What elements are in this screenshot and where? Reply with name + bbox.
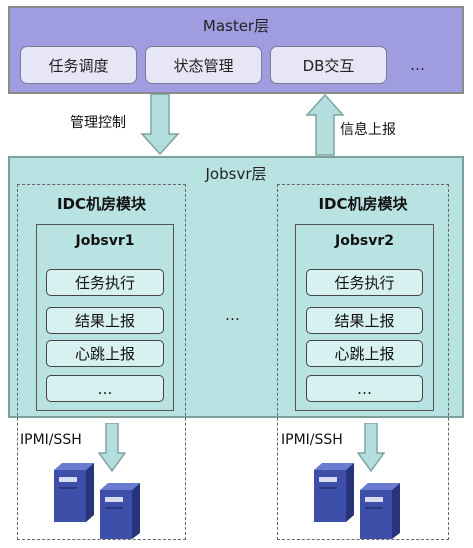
jobsvr2-title: Jobsvr2: [335, 233, 394, 249]
master-layer: Master层 任务调度 状态管理 DB交互 …: [8, 6, 464, 94]
jobsvr2-task-heartbeat: 心跳上报: [306, 340, 423, 367]
module-1-server-icons: [54, 463, 140, 539]
server-icon: [54, 463, 94, 522]
jobsvr1-task-execute: 任务执行: [46, 269, 164, 296]
server-icon: [100, 483, 140, 539]
master-item-task-scheduling: 任务调度: [20, 46, 137, 84]
module-2-link-label: IPMI/SSH: [281, 432, 343, 448]
server-icon: [360, 483, 400, 539]
jobsvr2-task-result-report: 结果上报: [306, 307, 423, 334]
master-layer-title: Master层: [202, 17, 270, 35]
jobsvr1-title: Jobsvr1: [75, 233, 135, 249]
down-arrow-label: 管理控制: [70, 115, 126, 131]
up-arrow-label: 信息上报: [340, 122, 396, 138]
idc-module-2: IDC机房模块: [277, 184, 449, 540]
idc-module-1: IDC机房模块: [17, 184, 186, 540]
master-item-state-management: 状态管理: [145, 46, 262, 84]
jobsvr1-task-result-report: 结果上报: [46, 307, 164, 334]
down-arrow-management: [140, 94, 180, 156]
module-2-down-arrow: [357, 423, 385, 473]
jobsvr-layer-title: Jobsvr层: [205, 165, 267, 183]
jobsvr1-task-heartbeat: 心跳上报: [46, 340, 164, 367]
jobsvr-middle-ellipsis: …: [225, 306, 240, 324]
jobsvr2-box: Jobsvr2 任务执行 结果上报 心跳上报 …: [295, 224, 434, 411]
idc-module-1-title: IDC机房模块: [56, 195, 147, 213]
master-item-db-interaction: DB交互: [270, 46, 387, 84]
master-ellipsis: …: [410, 56, 425, 74]
module-1-link-label: IPMI/SSH: [20, 432, 82, 448]
server-icon: [314, 463, 354, 522]
up-arrow-report: [305, 94, 345, 156]
jobsvr2-task-execute: 任务执行: [306, 269, 423, 296]
jobsvr1-box: Jobsvr1 任务执行 结果上报 心跳上报 …: [36, 224, 174, 411]
jobsvr2-task-more: …: [306, 375, 423, 402]
module-2-server-icons: [314, 463, 400, 539]
module-1-down-arrow: [98, 423, 126, 473]
jobsvr1-task-more: …: [46, 375, 164, 402]
idc-module-2-title: IDC机房模块: [318, 195, 408, 213]
